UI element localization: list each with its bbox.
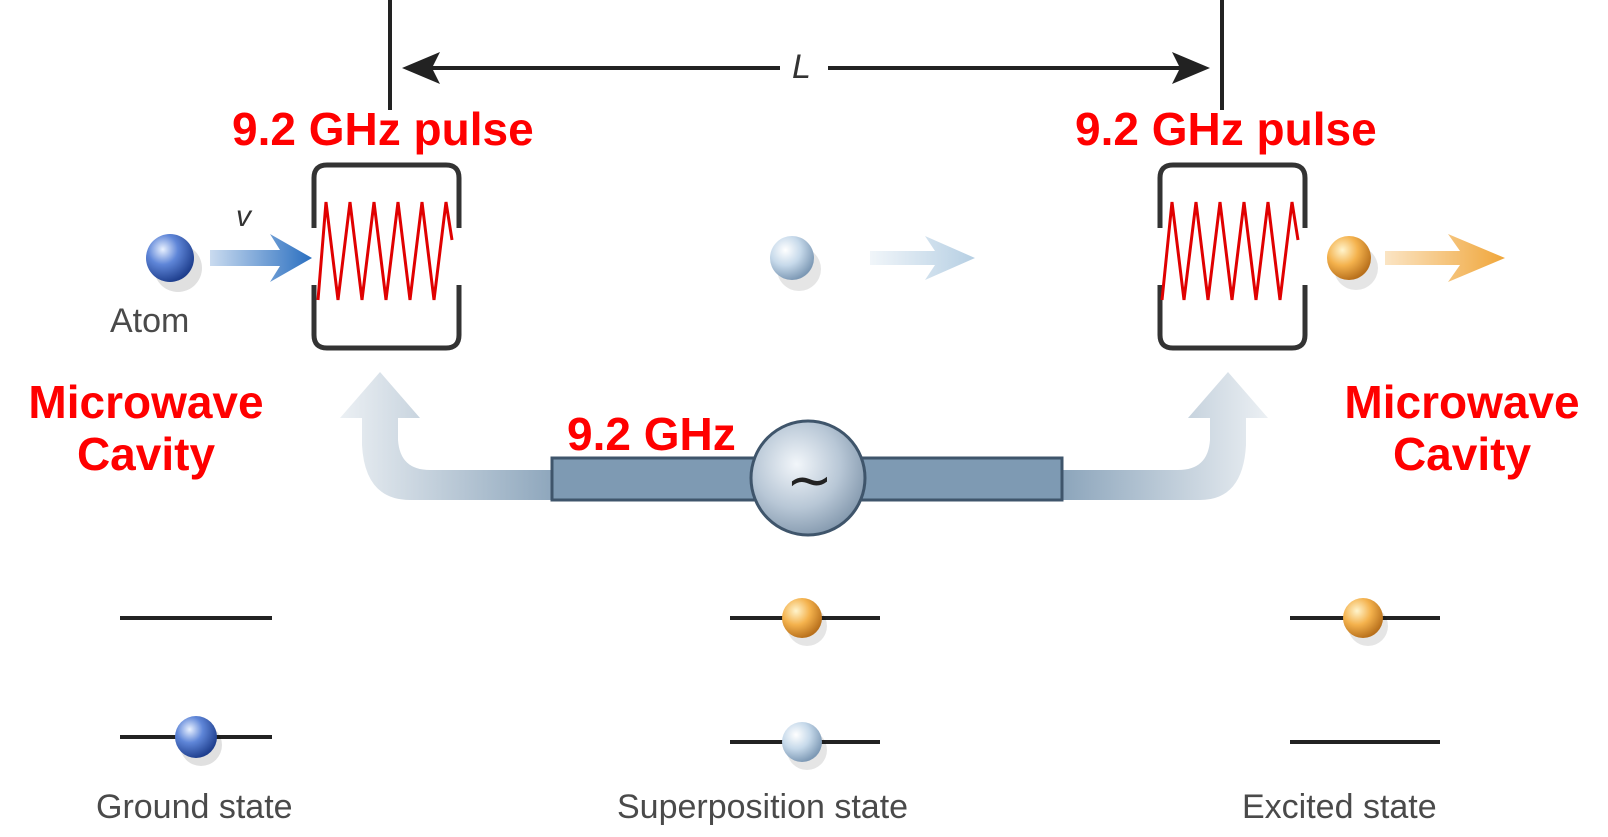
cavity-label-right-line1: Microwave — [1344, 376, 1580, 428]
atom-incoming — [146, 234, 202, 292]
cavity-label-left: Microwave Cavity — [0, 376, 292, 480]
upper-atom-marker — [782, 598, 822, 638]
pulse-label-right: 9.2 GHz pulse — [1075, 103, 1377, 155]
velocity-label: v — [236, 200, 251, 233]
excited-atom-marker — [1343, 598, 1383, 638]
cavity-right — [1157, 162, 1308, 351]
velocity-arrow — [210, 234, 312, 282]
cavity-label-right-line2: Cavity — [1392, 428, 1532, 480]
middle-arrow — [870, 236, 975, 280]
source-frequency-label: 9.2 GHz — [567, 408, 736, 460]
source-symbol: ~ — [786, 448, 833, 513]
levels-ground — [120, 616, 272, 766]
atom-middle — [770, 236, 821, 291]
pulse-label-left: 9.2 GHz pulse — [232, 103, 534, 155]
pulse-wave-left — [316, 201, 454, 301]
length-arrowhead-left — [402, 52, 440, 84]
cavity-label-right: Microwave Cavity — [1316, 376, 1608, 480]
pulse-wave-right — [1160, 201, 1300, 301]
lower-atom-marker — [782, 722, 822, 762]
excited-state-label: Excited state — [1242, 788, 1437, 826]
cavity-left — [311, 162, 462, 351]
ground-atom-marker — [175, 716, 217, 758]
microwave-feed — [340, 372, 1268, 537]
length-label: L — [792, 48, 811, 86]
cavity-label-left-line2: Cavity — [76, 428, 216, 480]
microwave-source — [749, 419, 867, 537]
cavity-label-left-line1: Microwave — [28, 376, 264, 428]
ground-state-label: Ground state — [96, 788, 293, 826]
outgoing-arrow — [1385, 234, 1505, 282]
atom-outgoing — [1327, 236, 1378, 290]
superposition-state-label: Superposition state — [617, 788, 909, 826]
levels-superposition — [730, 598, 880, 770]
length-dimension — [388, 0, 1224, 110]
length-arrowhead-right — [1172, 52, 1210, 84]
levels-excited — [1290, 598, 1440, 744]
atom-label: Atom — [110, 302, 190, 340]
